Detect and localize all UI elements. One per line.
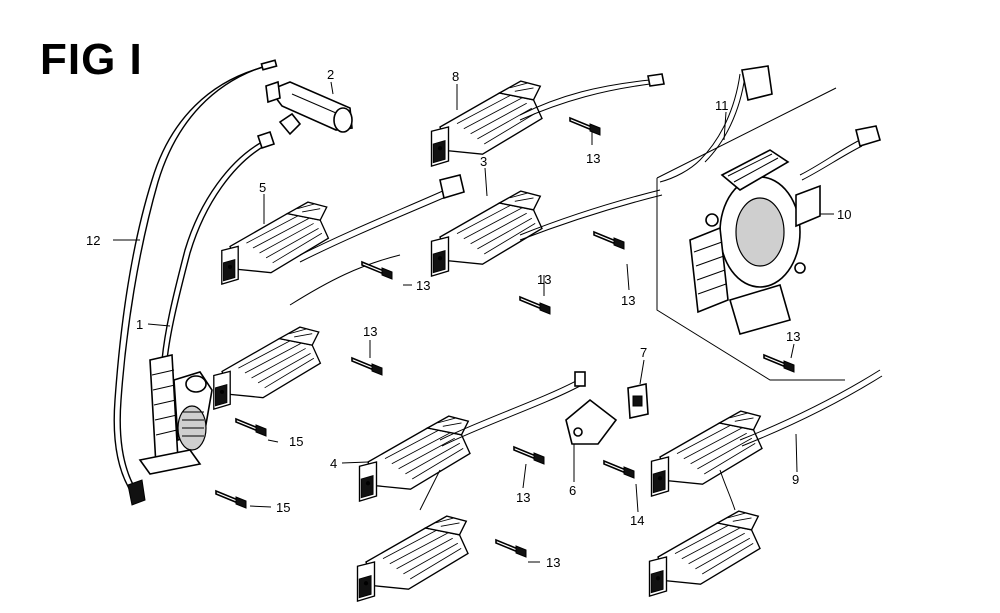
callout-13: 13 [537, 272, 551, 287]
ignition-coil-assembly [138, 354, 213, 475]
stator-part-10 [689, 149, 821, 335]
bolt-13 [495, 539, 527, 558]
bolt-13 [513, 446, 545, 465]
coil-wire [519, 79, 651, 116]
figure-title: FIG I [40, 35, 143, 84]
clip-part-7 [627, 383, 649, 419]
callout-6: 6 [569, 483, 576, 498]
callout-9: 9 [792, 472, 799, 487]
callout-7: 7 [640, 345, 647, 360]
connector-12 [127, 479, 146, 506]
callout-2: 2 [327, 67, 334, 82]
bolt-15 [215, 490, 247, 509]
cable-12 [113, 65, 269, 491]
callout-3: 3 [480, 154, 487, 169]
callout-13: 13 [516, 490, 530, 505]
callout-15: 15 [276, 500, 290, 515]
callout-12: 12 [86, 233, 100, 248]
callout-13: 13 [786, 329, 800, 344]
coil-part-3 [430, 190, 543, 277]
callout-4: 4 [330, 456, 337, 471]
coil-part-4 [358, 415, 471, 502]
coil-part-5-lower [213, 326, 322, 410]
coil-part-9-lower [648, 510, 761, 597]
bolt-14 [603, 460, 635, 479]
callout-11: 11 [715, 98, 729, 113]
callout-13: 13 [416, 278, 430, 293]
bolt-13 [763, 354, 795, 373]
bolt-13 [569, 117, 601, 136]
callout-5: 5 [259, 180, 266, 195]
connector-11 [741, 65, 773, 101]
coil-part-5 [221, 201, 330, 285]
bracket-part-6 [565, 398, 618, 445]
callout-14: 14 [630, 513, 644, 528]
bolt-15 [235, 418, 267, 437]
callout-13: 13 [586, 151, 600, 166]
callout-13: 13 [546, 555, 560, 570]
bolt-13 [519, 296, 551, 315]
callout-13: 13 [621, 293, 635, 308]
callout-15: 15 [289, 434, 303, 449]
leader-lines [113, 81, 834, 563]
stator-box [656, 87, 845, 381]
coil-part-4-lower [356, 515, 469, 602]
callout-1: 1 [136, 317, 143, 332]
cable-1 [161, 141, 263, 361]
callout-10: 10 [837, 207, 851, 222]
spark-plug-cap [265, 80, 353, 136]
bolt-13 [351, 357, 383, 376]
bolt-13 [593, 231, 625, 250]
callout-13: 13 [363, 324, 377, 339]
coil-part-9 [650, 410, 763, 497]
callout-8: 8 [452, 69, 459, 84]
bolt-13 [361, 261, 393, 280]
